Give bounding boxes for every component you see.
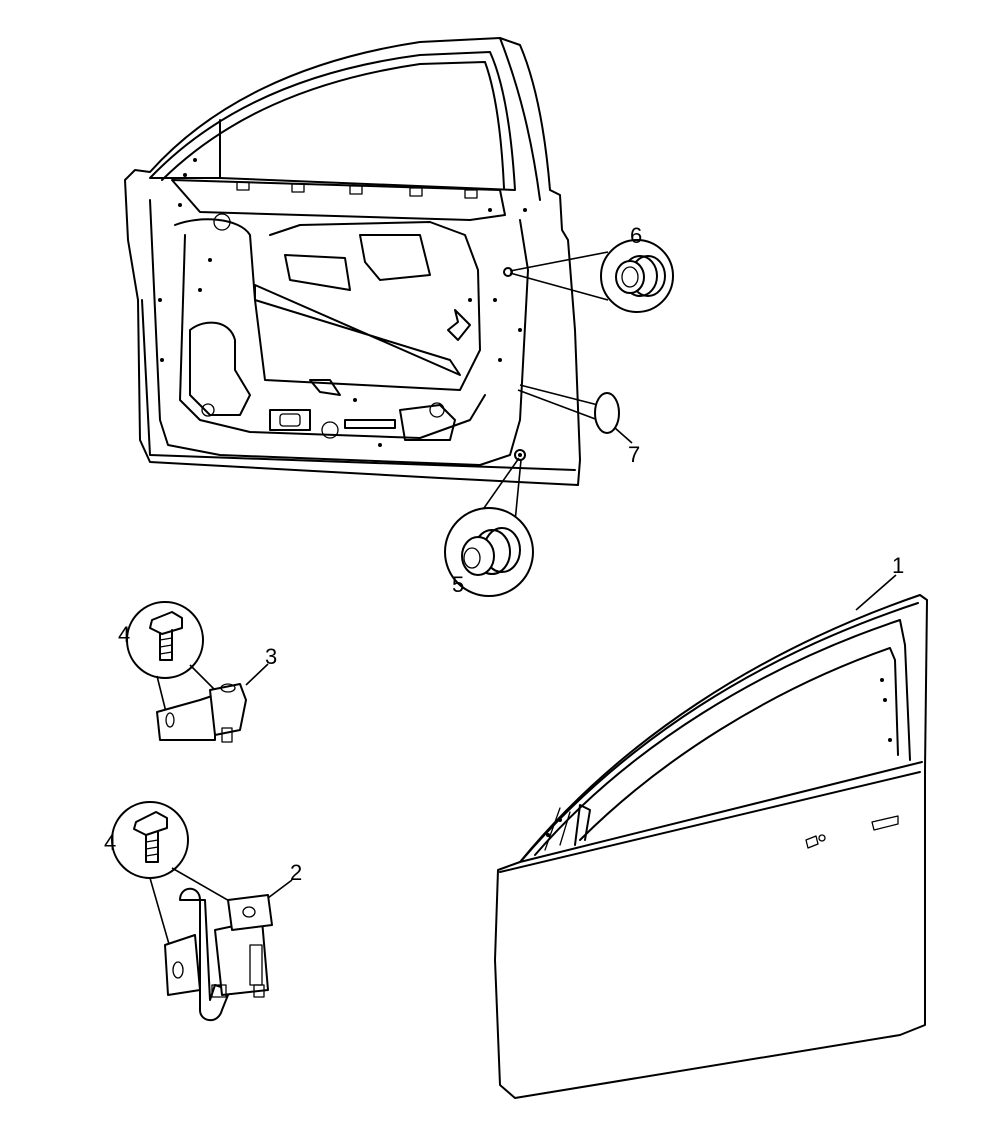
lower-hinge-2: 2 4 — [104, 801, 302, 1022]
callout-1: 1 — [892, 553, 904, 578]
callout-6: 6 — [630, 223, 642, 248]
callout-7: 7 — [628, 442, 640, 467]
patch-7-detail: 7 — [517, 384, 640, 467]
outer-door-panel-1: 1 — [494, 553, 928, 1099]
callout-5: 5 — [452, 572, 464, 597]
upper-hinge-3: 3 4 — [118, 601, 277, 743]
grommet-5-detail: 5 — [444, 457, 534, 597]
inner-door-frame — [124, 37, 581, 486]
callout-4-upper: 4 — [118, 622, 130, 647]
callout-3: 3 — [265, 644, 277, 669]
plug-6-detail: 6 — [509, 223, 674, 313]
callout-4-lower: 4 — [104, 830, 116, 855]
callout-2: 2 — [290, 860, 302, 885]
